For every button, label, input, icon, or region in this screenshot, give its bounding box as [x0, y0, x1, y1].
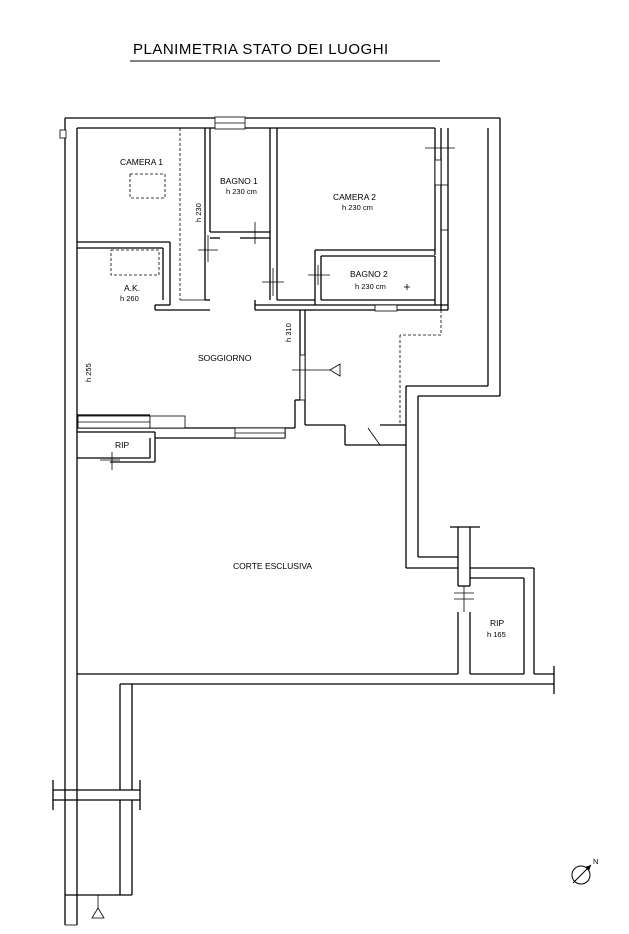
height-label-310: h 310	[284, 323, 293, 342]
outer-walls	[52, 117, 555, 925]
room-bagno2-label: BAGNO 2	[350, 269, 388, 279]
windows	[59, 116, 442, 439]
room-rip2-height: h 165	[487, 630, 506, 639]
room-rip2-label: RIP	[490, 618, 505, 628]
room-bagno2-height: h 230 cm	[355, 282, 386, 291]
room-bagno1-height: h 230 cm	[226, 187, 257, 196]
room-camera2-height: h 230 cm	[342, 203, 373, 212]
room-corte-label: CORTE ESCLUSIVA	[233, 561, 312, 571]
height-label-230: h 230	[194, 203, 203, 222]
ak-table	[110, 249, 160, 276]
room-ak-label: A.K.	[124, 283, 140, 293]
plan-title: PLANIMETRIA STATO DEI LUOGHI	[133, 41, 389, 58]
camera1-bed	[129, 173, 166, 199]
door-markers	[65, 137, 474, 926]
room-ak-height: h 260	[120, 294, 139, 303]
north-arrow-icon: N	[571, 857, 598, 885]
north-label: N	[593, 857, 598, 866]
height-label-255: h 255	[84, 363, 93, 382]
room-camera2-label: CAMERA 2	[333, 192, 376, 202]
room-bagno1-label: BAGNO 1	[220, 176, 258, 186]
room-soggiorno-label: SOGGIORNO	[198, 353, 252, 363]
room-rip1-label: RIP	[115, 440, 130, 450]
room-camera1-label: CAMERA 1	[120, 157, 163, 167]
